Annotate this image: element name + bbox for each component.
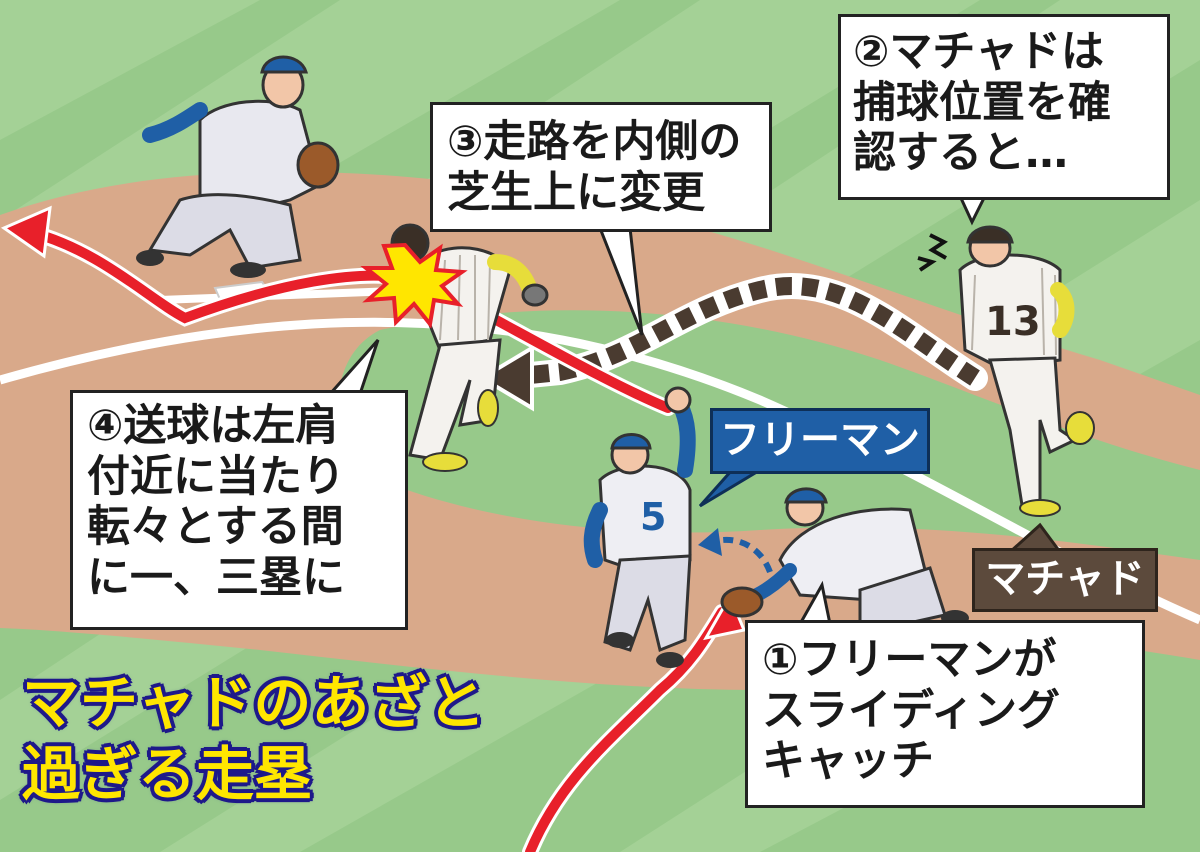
callout-step-4-line-4: に一、三塁に [87,553,345,604]
runner-number-13: 13 [958,225,1095,517]
collision-burst-icon [360,242,468,329]
freeman-reach-arrow [711,536,773,574]
fielder-sliding [720,487,969,627]
runner-path-red [25,227,673,413]
callout-step-3-line-2: 芝生上に変更 [447,167,705,218]
callout-step-4: ④送球は左肩 付近に当たり 転々とする間 に一、三塁に [70,390,408,630]
player-tag-machado: マチャド [972,548,1158,612]
freeman-reach-arrowhead [698,528,722,556]
headline-line-2: 過ぎる走塁 [22,739,313,808]
callout-step-2-line-2: 捕球位置を確 [853,77,1111,128]
callout-step-2: ②マチャドは 捕球位置を確 認すると… [838,14,1170,200]
callout-step-2-line-1: ②マチャドは [853,27,1104,77]
machado-route-arrowhead [478,344,534,412]
jersey-number-machado: 13 [985,299,1041,345]
callout-step-1-line-2: スライディング [762,685,1060,736]
surprise-marks-icon [917,233,948,272]
callout-step-3-line-1: ③走路を内側の [447,117,742,167]
throw-path-red [525,607,727,852]
callout-step-1-line-1: ①フリーマンが [762,635,1057,685]
callout-step-4-line-1: ④送球は左肩 [87,401,339,451]
callout-step-4-line-3: 転々とする間 [87,502,344,553]
callout-step-2-line-3: 認すると… [853,128,1068,179]
headline: マチャドのあざと 過ぎる走塁 [22,668,485,810]
callout-step-1: ①フリーマンが スライディング キャッチ [745,620,1145,808]
fielder-top-left [136,55,340,278]
player-tag-freeman: フリーマン [710,408,930,474]
jersey-number-freeman: 5 [640,495,666,539]
headline-line-1: マチャドのあざと [22,669,486,737]
runner-path-arrowhead [0,205,52,259]
machado-route-dashes [519,277,980,386]
callout-step-1-line-3: キャッチ [762,736,934,787]
callout-step-4-line-2: 付近に当たり [87,451,345,502]
callout-step-3: ③走路を内側の 芝生上に変更 [430,102,772,232]
fielder-number-5: 5 [583,386,696,668]
